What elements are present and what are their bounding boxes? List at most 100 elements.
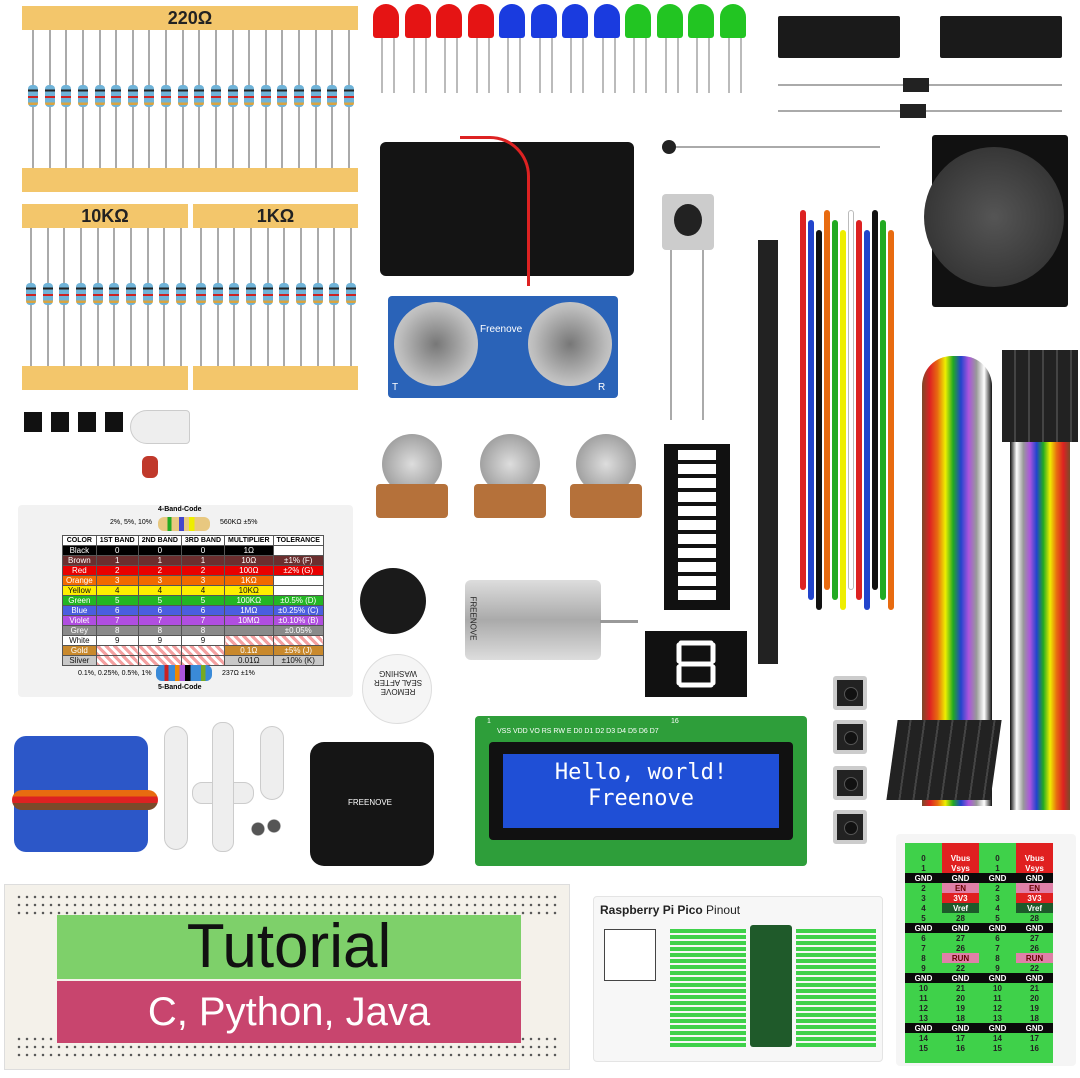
pin-cell: GND bbox=[979, 923, 1016, 933]
led-bar-segments bbox=[678, 450, 716, 604]
pin-cell: Vref bbox=[942, 903, 979, 913]
module-brand: FREENOVE bbox=[348, 798, 393, 807]
jumper-wire bbox=[864, 230, 870, 610]
pin-cell: 0 bbox=[905, 853, 942, 863]
color-table-cell: 1 bbox=[137, 555, 182, 566]
seven-segment-display bbox=[645, 631, 747, 697]
seven-segment-digit bbox=[676, 640, 716, 688]
color-table-cell: 6 bbox=[137, 605, 182, 616]
pin-cell: 2 bbox=[905, 883, 942, 893]
jumper-wire bbox=[880, 220, 886, 600]
color-table-cell: 0 bbox=[95, 545, 139, 556]
color-table-cell: 100Ω bbox=[224, 565, 274, 576]
motor-shaft bbox=[600, 620, 638, 623]
color-table-cell: 9 bbox=[137, 635, 182, 646]
servo-horn bbox=[164, 726, 188, 850]
resistor bbox=[277, 30, 288, 168]
pin-cell: 14 bbox=[979, 1033, 1016, 1043]
lcd-bezel: Hello, world! Freenove bbox=[489, 742, 793, 840]
pin-cell: GND bbox=[979, 1023, 1016, 1033]
jumper-wire bbox=[824, 210, 830, 590]
pin-cell: 21 bbox=[1016, 983, 1053, 993]
color-table-cell: ±0.5% (D) bbox=[272, 595, 324, 606]
pico-pinout-card: Raspberry Pi Pico Pinout bbox=[593, 896, 883, 1062]
color-table-cell: ±10% (K) bbox=[272, 655, 324, 666]
color-table-cell: Brown bbox=[62, 555, 97, 566]
pin-cell: 3V3 bbox=[1016, 893, 1053, 903]
led bbox=[625, 4, 651, 93]
resistor bbox=[212, 228, 223, 366]
pin-cell: 19 bbox=[942, 1003, 979, 1013]
color-table-cell: Sliver bbox=[62, 655, 97, 666]
rgb-led bbox=[130, 410, 190, 444]
active-buzzer: REMOVE SEAL AFTER WASHING bbox=[362, 654, 432, 724]
pin-cell: GND bbox=[979, 973, 1016, 983]
pin-cell: GND bbox=[979, 873, 1016, 883]
pin-header-cell bbox=[979, 843, 1016, 853]
pico-board bbox=[750, 925, 792, 1047]
color-table-cell: ±1% (F) bbox=[272, 555, 324, 566]
pico-card-title: Raspberry Pi Pico Pinout bbox=[600, 903, 740, 917]
color-table-cell: ±2% (G) bbox=[272, 565, 324, 576]
resistor bbox=[279, 228, 290, 366]
resistor bbox=[59, 228, 70, 366]
lcd-module: VSS VDD VO RS RW E D0 D1 D2 D3 D4 D5 D6 … bbox=[475, 716, 807, 866]
color-table-header: 1ST BAND bbox=[95, 535, 139, 546]
resistor-5band bbox=[156, 665, 212, 681]
passive-buzzer bbox=[360, 568, 426, 634]
pin-cell: GND bbox=[942, 973, 979, 983]
lcd-pin-labels: VSS VDD VO RS RW E D0 D1 D2 D3 D4 D5 D6 … bbox=[497, 728, 659, 735]
ultrasonic-r-label: R bbox=[598, 382, 606, 393]
jumper-wire bbox=[816, 230, 822, 610]
resistor bbox=[327, 30, 338, 168]
resistor-label-10k: 10KΩ bbox=[81, 206, 129, 226]
color-table-cell: 2 bbox=[137, 565, 182, 576]
potentiometer bbox=[474, 434, 546, 544]
color-table-cell bbox=[180, 655, 226, 666]
pin-cell: 2 bbox=[979, 883, 1016, 893]
pin-cell: EN bbox=[1016, 883, 1053, 893]
pin-cell: RUN bbox=[1016, 953, 1053, 963]
color-table-cell: 5 bbox=[137, 595, 182, 606]
resistor bbox=[296, 228, 306, 366]
servo-wires bbox=[12, 790, 158, 810]
pin-cell: 8 bbox=[979, 953, 1016, 963]
resistor bbox=[227, 30, 238, 168]
color-table-cell: 4 bbox=[180, 585, 226, 596]
color-table-cell: 6 bbox=[95, 605, 139, 616]
pin-cell: 3V3 bbox=[942, 893, 979, 903]
resistor bbox=[246, 228, 256, 366]
pin-cell: 26 bbox=[1016, 943, 1053, 953]
pin-cell: Vsys bbox=[942, 863, 979, 873]
color-table-cell: Grey bbox=[62, 625, 97, 636]
photoresistor bbox=[142, 456, 158, 478]
color-table-cell: White bbox=[62, 635, 97, 646]
lcd-line-2: Freenove bbox=[588, 786, 694, 811]
pico-title-rest: Pinout bbox=[702, 903, 741, 917]
pin-cell: GND bbox=[942, 1023, 979, 1033]
potentiometer bbox=[570, 434, 642, 544]
resistor bbox=[26, 228, 36, 366]
color-table-cell: ±0.10% (B) bbox=[272, 615, 324, 626]
led bbox=[373, 4, 399, 93]
pin-cell: GND bbox=[1016, 873, 1053, 883]
pin-cell: RUN bbox=[942, 953, 979, 963]
color-table-cell: 1 bbox=[180, 555, 226, 566]
color-table-cell: ±0.05% bbox=[272, 625, 324, 636]
pin-cell: 10 bbox=[979, 983, 1016, 993]
color-table-cell bbox=[95, 655, 139, 666]
pin-cell: 19 bbox=[1016, 1003, 1053, 1013]
pin-cell: 7 bbox=[979, 943, 1016, 953]
pin-cell: Vbus bbox=[1016, 853, 1053, 863]
thermistor-head bbox=[662, 140, 676, 154]
